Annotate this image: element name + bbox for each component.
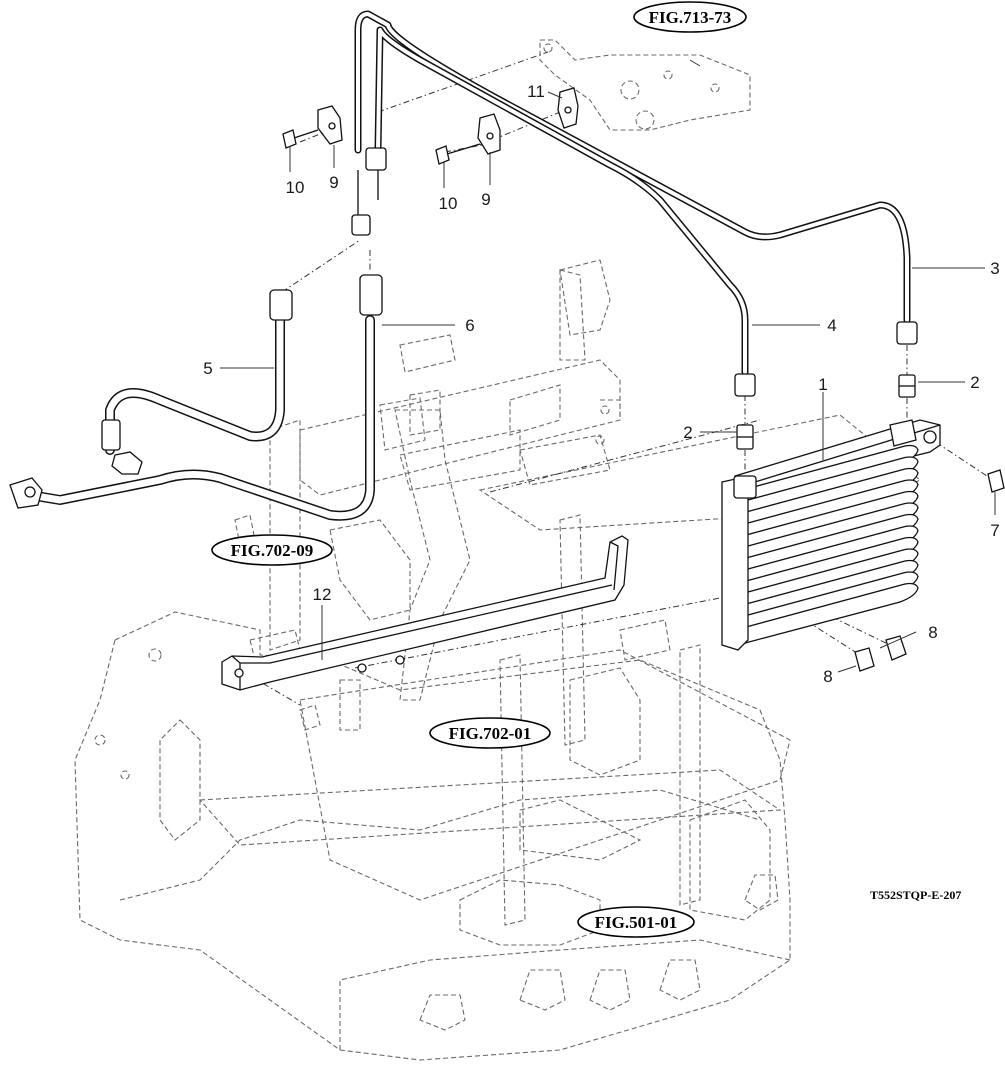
metal-pipes [351, 10, 918, 397]
callout-6: 6 [465, 316, 474, 335]
callout-5: 5 [203, 359, 212, 378]
callout-11: 11 [527, 82, 545, 101]
figref-702-01: FIG.702-01 [429, 717, 551, 749]
callout-8-right: 8 [928, 623, 937, 642]
figref-702-09: FIG.702-09 [211, 534, 333, 566]
callout-8-left: 8 [823, 667, 832, 686]
callout-2-right: 2 [970, 373, 979, 392]
figref-713-73: FIG.713-73 [633, 1, 747, 33]
rubber-hoses [9, 274, 383, 521]
callout-3: 3 [990, 259, 999, 278]
figure-references: FIG.713-73 FIG.702-09 FIG.702-01 FIG.501… [211, 1, 747, 938]
callout-9-right: 9 [481, 190, 490, 209]
callout-12: 12 [313, 585, 332, 604]
svg-text:FIG.713-73: FIG.713-73 [649, 8, 732, 27]
callout-10-left: 10 [286, 178, 305, 197]
adapter-fittings [736, 374, 916, 450]
figref-501-01: FIG.501-01 [577, 906, 695, 938]
callout-1: 1 [818, 375, 827, 394]
mounting-bracket [221, 535, 629, 691]
callout-7: 7 [990, 521, 999, 540]
part-callouts: 1 2 2 3 4 5 6 7 8 8 9 9 10 10 11 12 [203, 82, 999, 686]
ghosted-frame [74, 39, 922, 1061]
svg-text:FIG.702-01: FIG.702-01 [449, 724, 532, 743]
bolts [854, 469, 1005, 672]
figure-code: T552STQP-E-207 [870, 888, 961, 902]
callout-2-left: 2 [683, 423, 692, 442]
svg-text:FIG.501-01: FIG.501-01 [595, 913, 678, 932]
callout-9-left: 9 [329, 173, 338, 192]
svg-text:FIG.702-09: FIG.702-09 [231, 541, 314, 560]
oil-cooler [721, 419, 941, 651]
callout-10-right: 10 [439, 194, 458, 213]
leader-lines [220, 59, 996, 673]
clips-and-bolts [282, 87, 579, 165]
callout-4: 4 [827, 316, 836, 335]
cooler-fins [725, 444, 919, 648]
